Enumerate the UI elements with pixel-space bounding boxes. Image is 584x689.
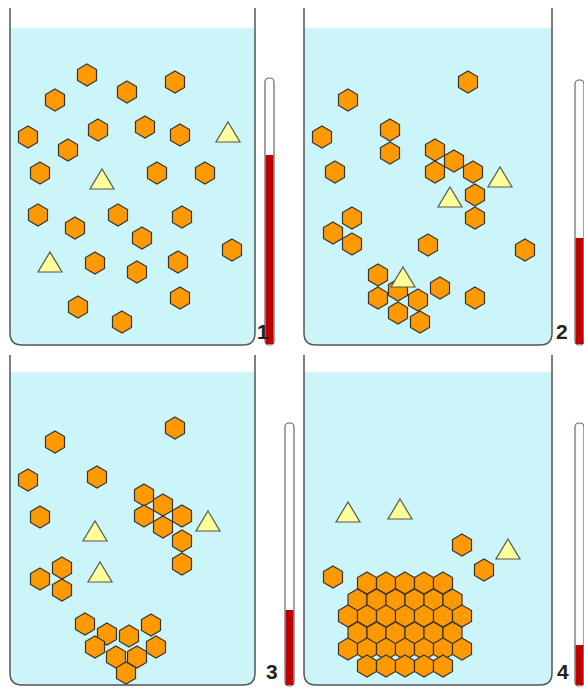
panel-number: 3: [266, 661, 278, 682]
impurity-molecules: [391, 167, 512, 287]
impurity-molecules: [38, 122, 240, 272]
panel-number-holder: 4: [557, 661, 569, 682]
impurity-molecules: [336, 499, 520, 559]
panel-number-holder: 2: [556, 321, 568, 342]
solute-molecules: [324, 534, 494, 588]
solute-molecules: [19, 417, 192, 684]
panel-number: 1: [257, 321, 269, 342]
solute-molecules: [313, 71, 535, 333]
beaker: [10, 8, 552, 685]
panel-number: 4: [557, 661, 569, 682]
temperature-bar: [265, 78, 584, 686]
impurity-molecules: [83, 511, 220, 582]
panel-number: 2: [556, 321, 568, 342]
solute-molecules: [19, 64, 242, 333]
panel-number-holder: 3: [266, 661, 278, 682]
crystal: [339, 572, 472, 677]
panel-number-holder: 1: [257, 321, 269, 342]
